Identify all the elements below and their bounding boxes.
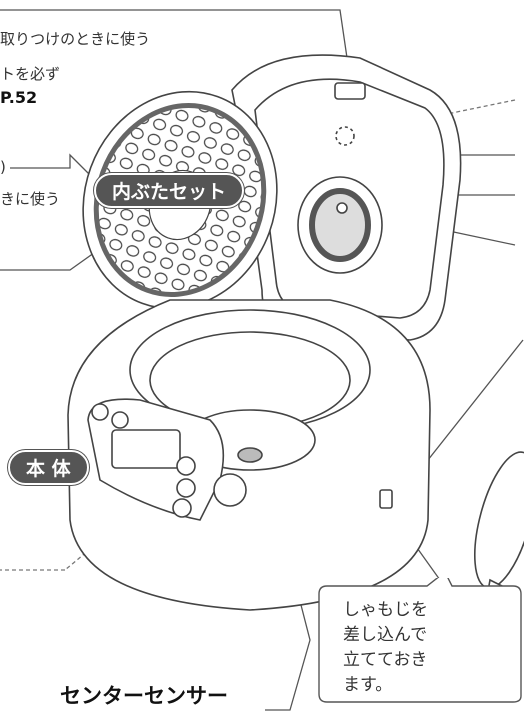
body — [67, 299, 431, 611]
inner-lid-set-label: 内ぶたセット — [94, 173, 245, 208]
note-line-1: 取りつけのときに使う — [0, 30, 151, 48]
page-reference: P.52 — [0, 88, 38, 107]
speech-bubble — [318, 578, 522, 703]
center-sensor-label: センターセンサー — [60, 684, 228, 708]
body-label: 本 体 — [8, 450, 89, 485]
lid — [231, 54, 462, 341]
note-line-5: きに使う — [0, 190, 61, 208]
bubble-text: しゃもじを 差し込んで 立てておき ます。 — [343, 600, 428, 695]
note-line-4: ) — [0, 158, 6, 176]
note-line-2: トを必ず — [0, 65, 61, 83]
